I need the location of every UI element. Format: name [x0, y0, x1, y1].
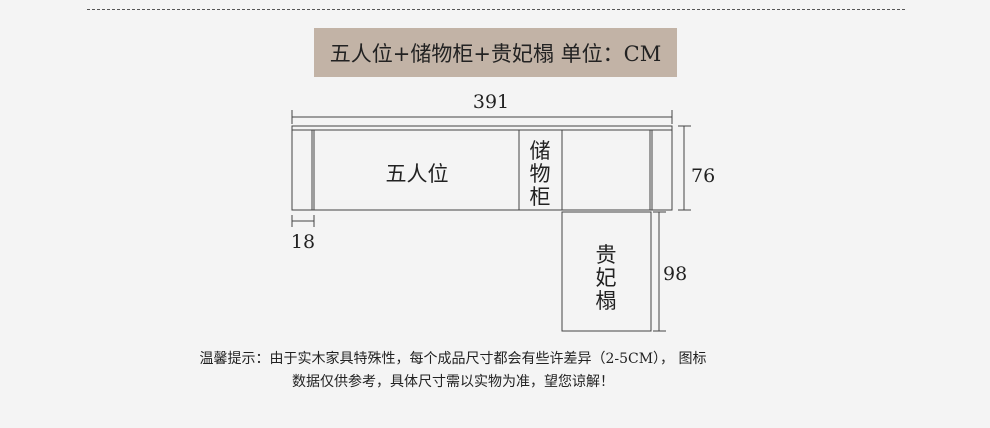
chaise-body [561, 211, 652, 332]
total-width-label: 391 [473, 91, 509, 113]
sofa-back-rail [291, 125, 673, 131]
sofa-main-body [291, 129, 673, 211]
title-banner: 五人位+储物柜+贵妃榻 单位：CM [314, 28, 677, 77]
storage-label-char-3: 柜 [530, 185, 551, 209]
chaise-label-char-3: 榻 [596, 289, 617, 313]
seat-section-label: 五人位 [386, 162, 449, 186]
notice-line-1: 温馨提示：由于实木家具特殊性，每个成品尺寸都会有些许差异（2-5CM）， 图标 [199, 351, 707, 367]
chaise-label-char-1: 贵 [596, 243, 617, 267]
main-depth-label: 76 [691, 165, 715, 187]
chaise-depth-label: 98 [663, 263, 687, 285]
page-title: 五人位+储物柜+贵妃榻 单位：CM [329, 41, 662, 66]
notice-line-2: 数据仅供参考，具体尺寸需以实物为准，望您谅解！ [292, 374, 614, 390]
storage-label-char-2: 物 [530, 162, 551, 186]
chaise-label-char-2: 妃 [596, 266, 617, 290]
storage-label-char-1: 储 [530, 139, 551, 163]
arm-width-label: 18 [291, 231, 315, 253]
top-dashed-rule [87, 9, 905, 10]
